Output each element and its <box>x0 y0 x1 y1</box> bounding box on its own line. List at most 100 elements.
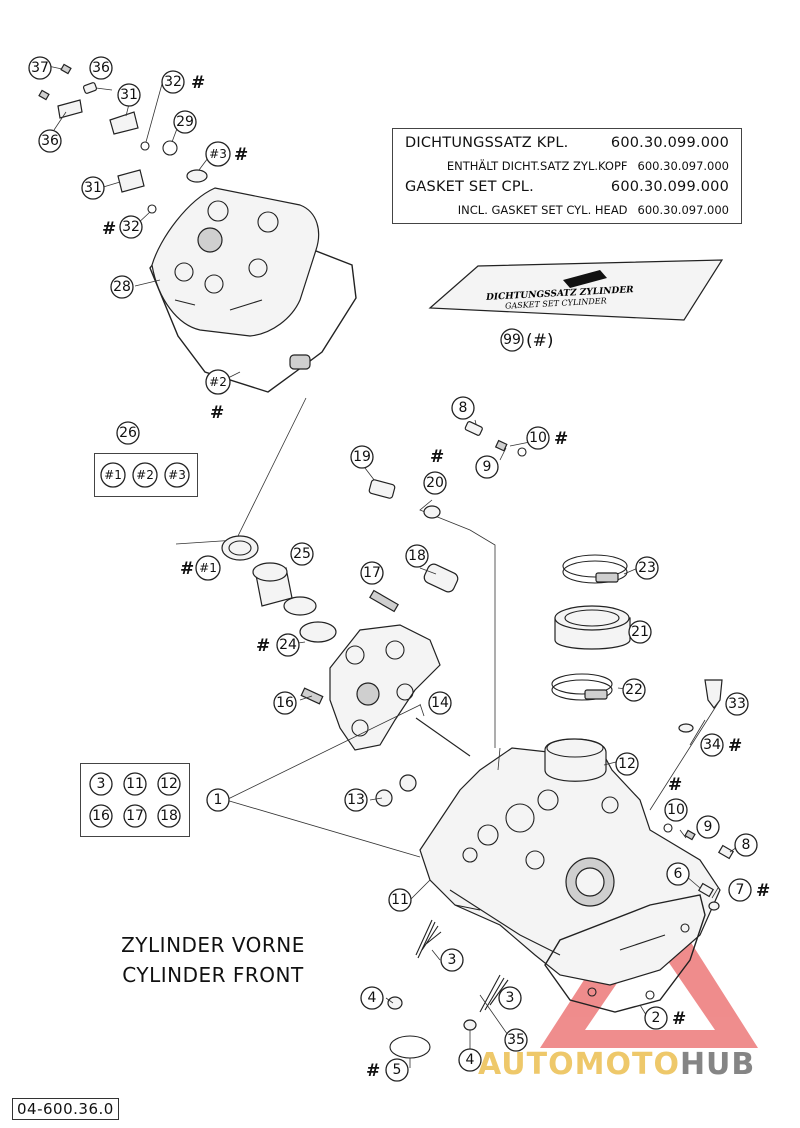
svg-text:18: 18 <box>408 548 426 564</box>
gasket-set-number-en: 600.30.099.000 <box>610 179 729 195</box>
diagram-title: ZYLINDER VORNE CYLINDER FRONT <box>98 930 328 990</box>
svg-text:37: 37 <box>31 60 49 76</box>
svg-text:25: 25 <box>293 546 311 562</box>
hash-5: # <box>366 1061 380 1081</box>
watermark-text: AUTOMOTOHUB <box>478 1047 755 1082</box>
callout-36b: 36 <box>38 129 62 153</box>
gasket-set-package: DICHTUNGSSATZ ZYLINDER GASKET SET CYLIND… <box>428 259 724 321</box>
sensor-parts <box>368 421 527 519</box>
set-item-2h: #2 <box>132 462 158 488</box>
svg-text:#3: #3 <box>209 147 227 161</box>
svg-text:16: 16 <box>276 695 294 711</box>
callout-37: 37 <box>28 56 52 80</box>
svg-text:#3: #3 <box>168 468 186 482</box>
callout-16: 16 <box>273 691 297 715</box>
head-gasket-label-de: ENTHÄLT DICHT.SATZ ZYL.KOPF <box>446 159 628 173</box>
svg-text:4: 4 <box>368 990 377 1006</box>
svg-text:33: 33 <box>728 696 746 712</box>
svg-text:6: 6 <box>674 866 683 882</box>
set-26-components-box: #1 #2 #3 <box>94 453 198 497</box>
svg-text:17: 17 <box>126 808 144 824</box>
callout-19: 19 <box>350 445 374 469</box>
svg-text:28: 28 <box>113 279 131 295</box>
svg-text:32: 32 <box>122 219 140 235</box>
gasket-set-number-de: 600.30.099.000 <box>610 135 729 151</box>
svg-text:35: 35 <box>507 1032 525 1048</box>
callout-29: 29 <box>173 110 197 134</box>
hash-2h: # <box>210 403 224 423</box>
svg-text:10: 10 <box>667 802 685 818</box>
svg-text:14: 14 <box>431 695 449 711</box>
svg-text:4: 4 <box>466 1052 475 1068</box>
svg-text:3: 3 <box>448 952 457 968</box>
hash-3h: # <box>234 145 248 165</box>
hash-2: # <box>672 1009 686 1029</box>
set-item-12: 12 <box>157 772 181 796</box>
callout-22: 22 <box>622 678 646 702</box>
svg-text:#1: #1 <box>104 468 122 482</box>
callout-35: 35 <box>504 1028 528 1052</box>
callout-10b: 10 <box>664 798 688 822</box>
callout-2h: #2 <box>205 369 231 395</box>
callout-36a: 36 <box>89 56 113 80</box>
set-item-1h: #1 <box>100 462 126 488</box>
set-item-11: 11 <box>123 772 147 796</box>
svg-text:17: 17 <box>363 565 381 581</box>
callout-24: 24 <box>276 633 300 657</box>
callout-11: 11 <box>388 888 412 912</box>
svg-text:20: 20 <box>426 475 444 491</box>
title-english: CYLINDER FRONT <box>122 963 304 987</box>
callout-3a: 3 <box>440 948 464 972</box>
svg-text:29: 29 <box>176 114 194 130</box>
svg-text:32: 32 <box>164 74 182 90</box>
callout-21: 21 <box>628 620 652 644</box>
title-german: ZYLINDER VORNE <box>121 933 305 957</box>
callout-17: 17 <box>360 561 384 585</box>
callout-1: 1 <box>206 788 230 812</box>
callout-34: 34 <box>700 733 724 757</box>
svg-text:11: 11 <box>391 892 409 908</box>
svg-text:36: 36 <box>92 60 110 76</box>
svg-text:8: 8 <box>742 837 751 853</box>
callout-3h: #3 <box>205 141 231 167</box>
svg-text:34: 34 <box>703 737 721 753</box>
svg-text:99: 99 <box>503 332 521 348</box>
gasket-set-label-en: GASKET SET CPL. <box>405 179 534 195</box>
callout-31b: 31 <box>81 176 105 200</box>
hash-7: # <box>756 881 770 901</box>
callout-7: 7 <box>728 878 752 902</box>
callout-8b: 8 <box>734 833 758 857</box>
callout-3b: 3 <box>498 986 522 1010</box>
svg-text:19: 19 <box>353 449 371 465</box>
svg-text:2: 2 <box>652 1010 661 1026</box>
head-gasket-label-en: INCL. GASKET SET CYL. HEAD <box>457 203 628 217</box>
svg-text:13: 13 <box>347 792 365 808</box>
callout-32a: 32 <box>161 70 185 94</box>
svg-text:18: 18 <box>160 808 178 824</box>
callout-25: 25 <box>290 542 314 566</box>
svg-text:22: 22 <box>625 682 643 698</box>
callout-4b: 4 <box>458 1048 482 1072</box>
callout-31a: 31 <box>117 83 141 107</box>
svg-text:12: 12 <box>160 776 178 792</box>
hash-34: # <box>728 736 742 756</box>
cam-bearing-assembly <box>221 535 471 757</box>
svg-text:#1: #1 <box>199 561 217 575</box>
svg-text:26: 26 <box>119 425 137 441</box>
valve-cover-assembly <box>38 63 357 393</box>
hash-1h: # <box>180 559 194 579</box>
cylinder-head <box>375 738 735 1059</box>
callout-12: 12 <box>615 752 639 776</box>
set-item-3: 3 <box>89 772 113 796</box>
callout-13: 13 <box>344 788 368 812</box>
svg-text:31: 31 <box>120 87 138 103</box>
hash-32b: # <box>102 219 116 239</box>
callout-6: 6 <box>666 862 690 886</box>
drawing-number: 04-600.36.0 <box>12 1098 119 1120</box>
callout-26: 26 <box>116 421 140 445</box>
callout-14: 14 <box>428 691 452 715</box>
svg-text:21: 21 <box>631 624 649 640</box>
callout-2: 2 <box>644 1006 668 1030</box>
